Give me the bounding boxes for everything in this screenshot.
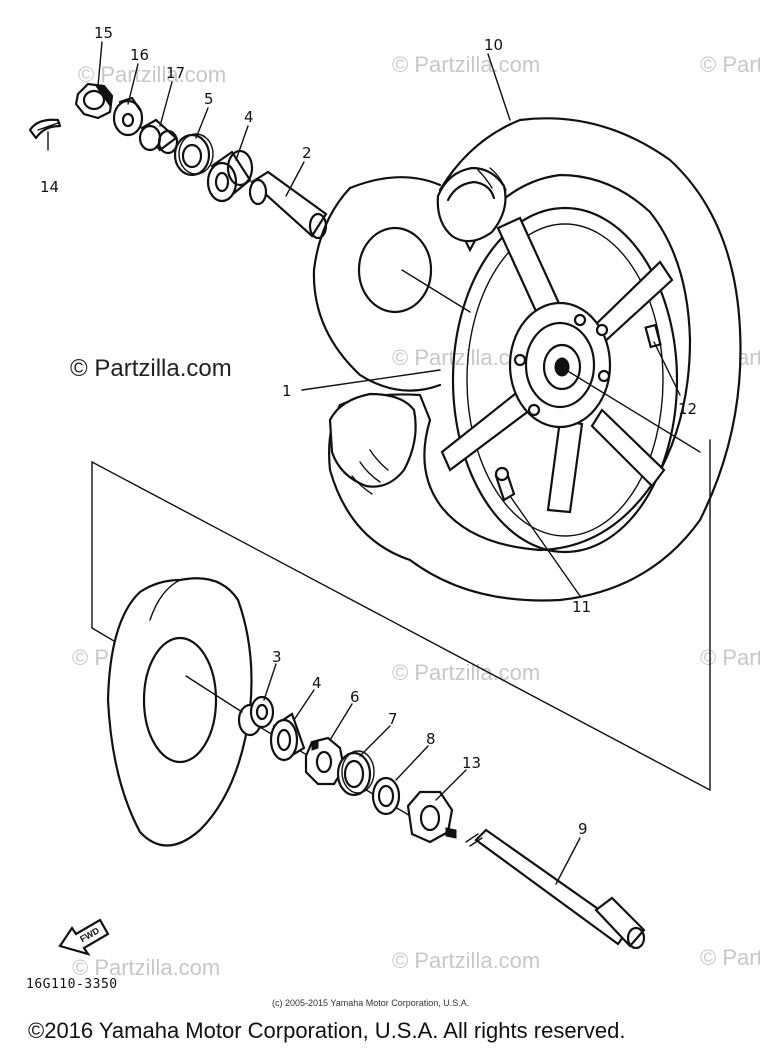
callout-6: 6 (350, 688, 360, 706)
callout-10: 11 (572, 598, 591, 616)
part-7-oil-seal (336, 750, 375, 797)
callout-14: 16 (130, 46, 149, 64)
watermark-tile: © Partzilla.com (700, 945, 760, 970)
callout-2: 2 (302, 144, 312, 162)
watermark-tile: © Partzilla.com (700, 645, 760, 670)
fine-print: (c) 2005-2015 Yamaha Motor Corporation, … (272, 998, 469, 1008)
part-14-locking-plate (112, 96, 144, 137)
brake-disc-rear-view (312, 176, 442, 392)
brake-disc (106, 577, 253, 847)
callout-12: 13 (462, 754, 481, 772)
callout-5: 5 (204, 90, 214, 108)
part-4-bearing-top (206, 149, 254, 203)
callouts: 15 16 17 5 4 2 14 10 1 12 11 3 4 6 7 8 1… (40, 24, 697, 838)
watermark-main: © Partzilla.com (70, 355, 232, 382)
callout-17: 17 (166, 64, 185, 82)
part-5-oil-seal (173, 133, 214, 177)
callout-3: 3 (272, 648, 282, 666)
callout-1: 1 (282, 382, 292, 400)
wheel-assembly (328, 117, 742, 602)
part-8-collar (371, 776, 401, 816)
callout-4-bottom: 4 (312, 674, 322, 692)
callout-16: 14 (40, 178, 59, 196)
watermark-tile: © Partzilla.com (392, 948, 540, 973)
callout-9: 10 (484, 36, 503, 54)
forward-arrow-icon: FWD (58, 918, 110, 956)
callout-11: 12 (678, 400, 697, 418)
part-2-spacer (248, 170, 328, 240)
part-16-cotter-pin (28, 118, 62, 140)
watermark-tile: © Partzilla.com (392, 660, 540, 685)
watermark-tile: © Partzilla.com (72, 955, 220, 980)
watermark-tile: © Partzilla.com (78, 62, 226, 87)
part-12-gear-unit (406, 790, 457, 844)
callout-15: 15 (94, 24, 113, 42)
part-17-collar (138, 118, 179, 155)
part-4-bearing-bottom (269, 712, 306, 762)
watermark-tile: © Partzilla.com (392, 52, 540, 77)
watermark-tile: © Partzilla.com (700, 52, 760, 77)
part-15-axle-nut (74, 82, 114, 120)
callout-7: 7 (388, 710, 398, 728)
leader-lines (47, 41, 701, 885)
drawing-code: 16G110-3350 (26, 977, 118, 992)
part-13-axle (465, 828, 646, 950)
callout-13: 9 (578, 820, 588, 838)
copyright-notice: ©2016 Yamaha Motor Corporation, U.S.A. A… (28, 1018, 625, 1043)
callout-4-top: 4 (244, 108, 254, 126)
part-3-spacer (237, 695, 275, 737)
callout-8: 8 (426, 730, 436, 748)
